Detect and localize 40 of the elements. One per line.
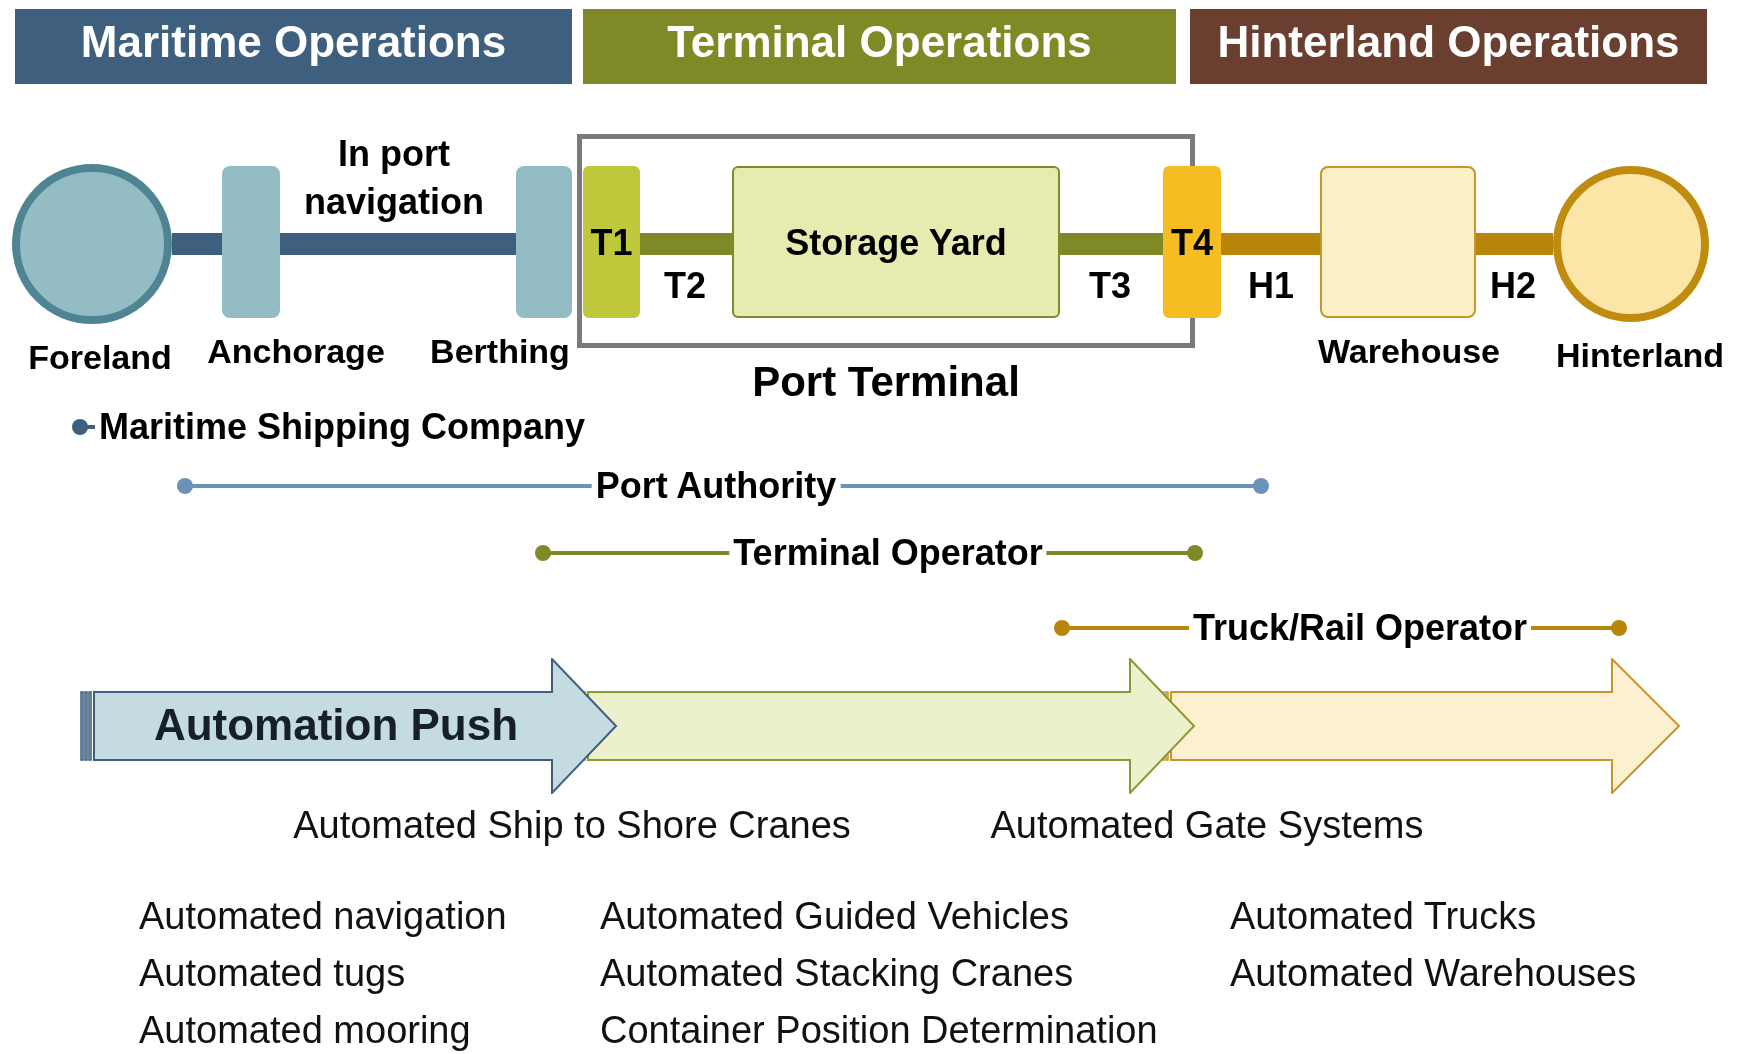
process-box — [583, 166, 640, 318]
header-band — [583, 9, 1176, 84]
node-label: Warehouse — [1317, 332, 1501, 371]
box-label: T1 — [589, 222, 634, 264]
edge-label: H1 — [1247, 264, 1295, 308]
group-label: Port Terminal — [751, 358, 1021, 406]
band-title: Terminal Operations — [666, 17, 1093, 67]
connector-line — [280, 233, 516, 255]
arrow-label: Automation Push — [152, 700, 520, 750]
header-band — [1190, 9, 1707, 84]
connector-line — [1476, 233, 1553, 255]
list-item-text: Container Position Determination — [600, 1008, 1158, 1053]
list-item-text: Automated Warehouses — [1230, 951, 1637, 996]
header-band — [15, 9, 572, 84]
list-item-text: Automated Gate Systems — [990, 803, 1424, 848]
list-item-text: Automated tugs — [139, 951, 406, 996]
process-box — [1163, 166, 1221, 318]
edge-label: In port navigation — [303, 132, 485, 224]
node-label: Foreland — [27, 338, 173, 377]
connector-line — [1060, 233, 1163, 255]
edge-label: T2 — [663, 264, 707, 308]
node-label: Anchorage — [206, 332, 386, 371]
process-box — [732, 166, 1060, 318]
band-title: Hinterland Operations — [1216, 17, 1681, 67]
list-item-text: Automated mooring — [139, 1008, 471, 1053]
list-item-text: Automated Stacking Cranes — [600, 951, 1074, 996]
node-label: Hinterland — [1555, 336, 1725, 375]
node-label: Berthing — [429, 332, 571, 371]
list-item-text: Automated Trucks — [1230, 894, 1537, 939]
connector-line — [1221, 233, 1320, 255]
box-label: Storage Yard — [784, 222, 1008, 264]
edge-label: T3 — [1088, 264, 1132, 308]
list-item-text: Automated Guided Vehicles — [600, 894, 1069, 939]
band-title: Maritime Operations — [79, 17, 508, 67]
list-item-text: Automated navigation — [139, 894, 507, 939]
connector-line — [640, 233, 732, 255]
edge-label: H2 — [1489, 264, 1537, 308]
box-label: T4 — [1170, 222, 1214, 264]
connector-line — [172, 233, 222, 255]
list-item-text: Automated Ship to Shore Cranes — [293, 803, 851, 848]
